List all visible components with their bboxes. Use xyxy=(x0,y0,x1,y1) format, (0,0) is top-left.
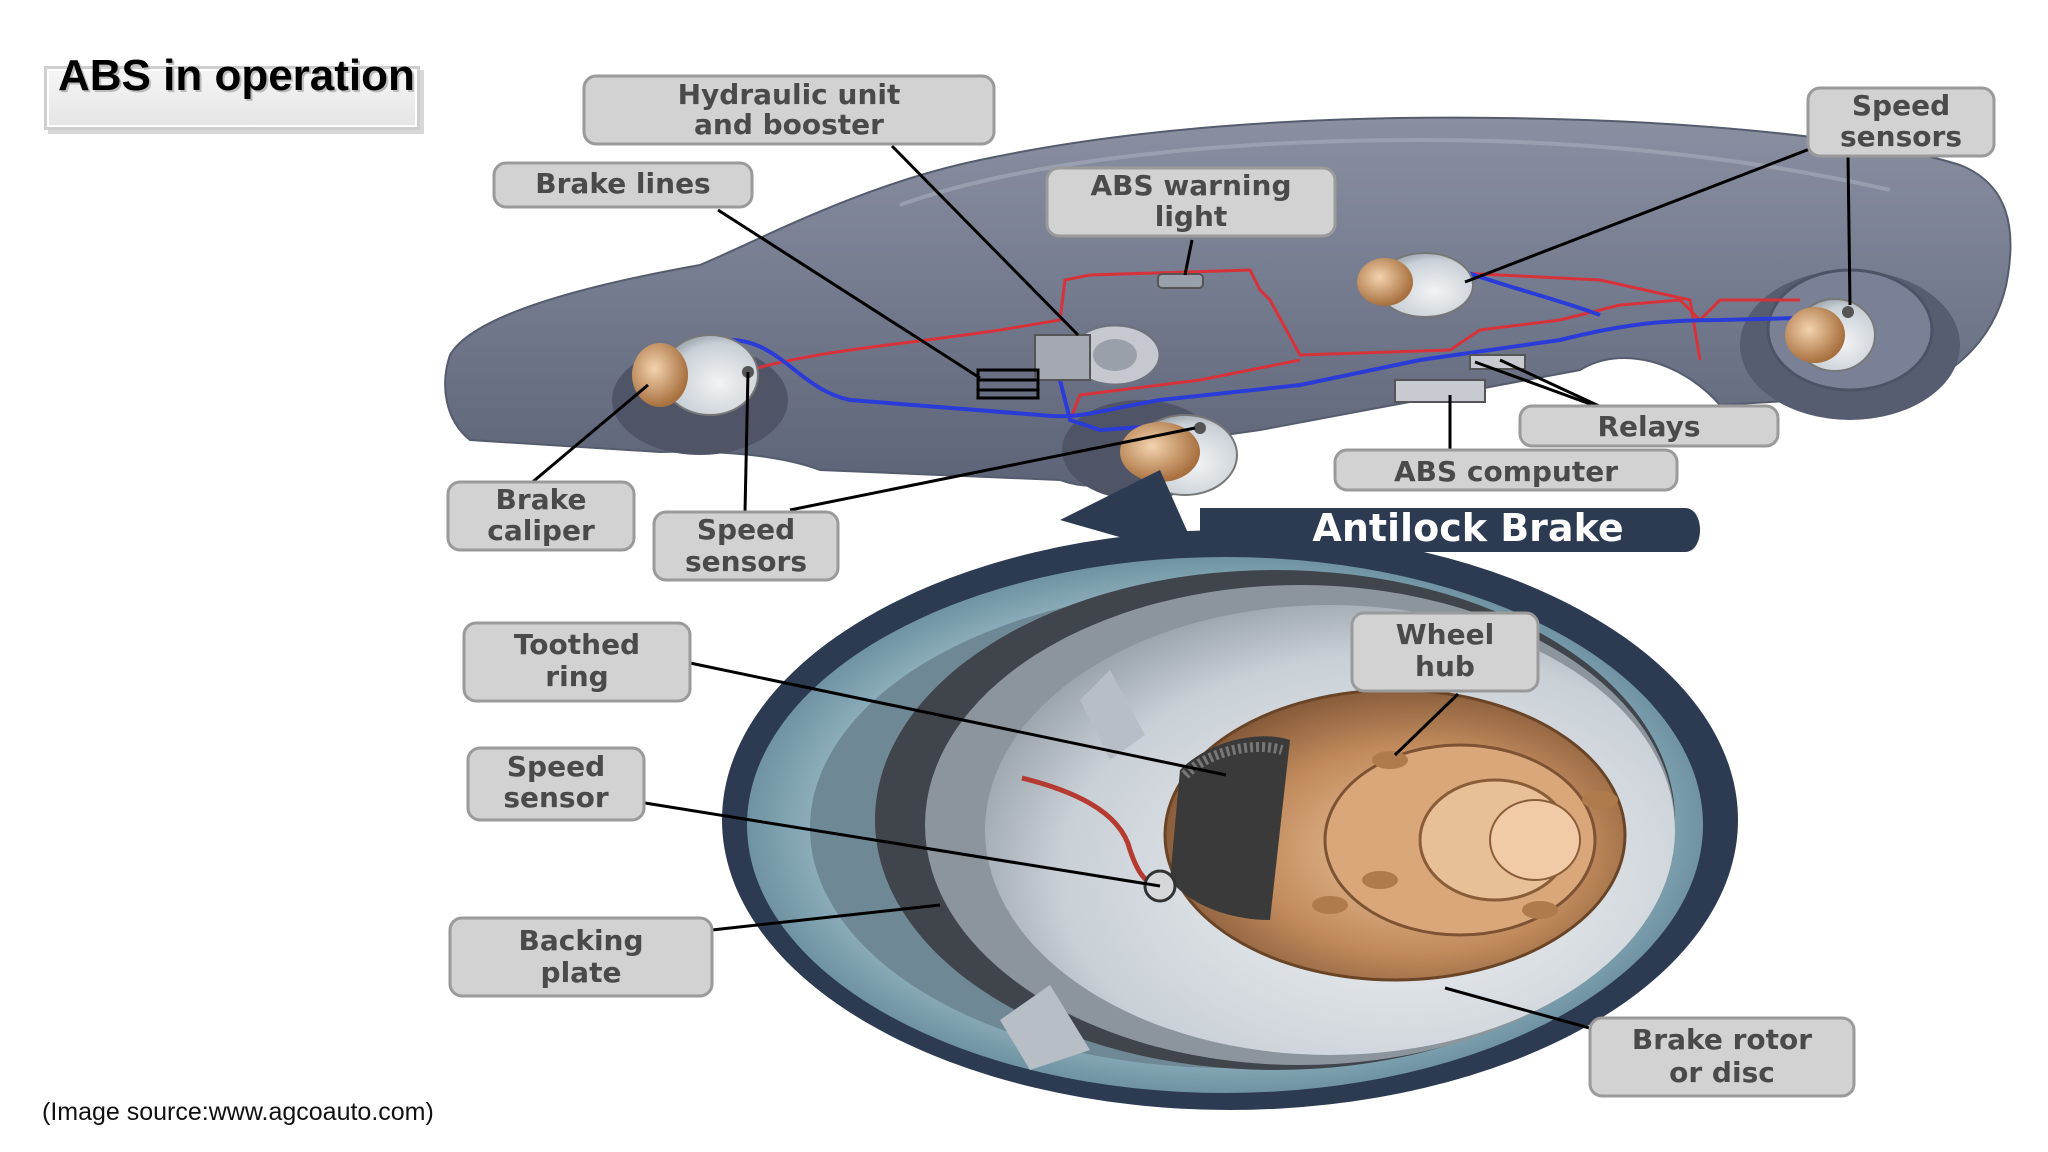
label-backing-plate: Backing plate xyxy=(448,916,714,998)
label-relays: Relays xyxy=(1518,404,1780,448)
svg-text:ABS warning: ABS warning xyxy=(1090,169,1291,202)
title-box xyxy=(44,66,420,130)
svg-text:and booster: and booster xyxy=(694,108,884,141)
label-toothed-ring: Toothed ring xyxy=(462,621,692,703)
svg-text:Speed: Speed xyxy=(697,513,795,546)
svg-text:Speed: Speed xyxy=(1852,89,1950,122)
svg-text:sensors: sensors xyxy=(685,545,807,578)
front-left-wheel-brake xyxy=(632,334,759,416)
image-source-caption: (Image source:www.agcoauto.com) xyxy=(42,1098,434,1126)
label-brake-lines: Brake lines xyxy=(492,161,754,209)
svg-text:Hydraulic unit: Hydraulic unit xyxy=(678,78,901,111)
antilock-brake-banner: Antilock Brake xyxy=(1200,506,1700,552)
svg-text:Relays: Relays xyxy=(1597,410,1700,443)
label-speed-sensors-rear: Speed sensors xyxy=(1806,86,1996,158)
svg-text:sensors: sensors xyxy=(1840,120,1962,153)
label-brake-rotor: Brake rotor or disc xyxy=(1588,1016,1856,1098)
leader-lines xyxy=(522,143,1852,1044)
label-hydraulic-unit: Hydraulic unit and booster xyxy=(582,74,996,146)
svg-text:light: light xyxy=(1155,200,1228,233)
svg-text:sensor: sensor xyxy=(503,781,608,814)
svg-text:plate: plate xyxy=(541,956,622,989)
svg-text:ABS computer: ABS computer xyxy=(1394,455,1618,488)
svg-text:Backing: Backing xyxy=(518,924,643,957)
svg-text:caliper: caliper xyxy=(487,514,595,547)
svg-text:Speed: Speed xyxy=(507,750,605,783)
slide-title: ABS in operation xyxy=(58,51,415,100)
label-wheel-hub: Wheel hub xyxy=(1350,611,1540,693)
label-abs-warning-light: ABS warning light xyxy=(1045,166,1337,238)
svg-text:Toothed: Toothed xyxy=(514,628,640,661)
label-speed-sensor: Speed sensor xyxy=(466,746,646,822)
label-speed-sensors-front: Speed sensors xyxy=(652,510,840,582)
svg-text:or disc: or disc xyxy=(1669,1056,1775,1089)
svg-text:Brake: Brake xyxy=(496,483,587,516)
antilock-brake-closeup xyxy=(722,470,1738,1110)
hydraulic-unit-booster xyxy=(976,323,1162,400)
rear-right-wheel-brake xyxy=(1785,298,1876,372)
abs-computer-unit xyxy=(1394,379,1486,403)
svg-text:Brake lines: Brake lines xyxy=(535,167,710,200)
svg-text:ring: ring xyxy=(545,660,608,693)
svg-text:Wheel: Wheel xyxy=(1396,618,1494,651)
svg-text:hub: hub xyxy=(1415,650,1475,683)
svg-text:Brake rotor: Brake rotor xyxy=(1632,1023,1812,1056)
label-abs-computer: ABS computer xyxy=(1333,448,1679,492)
abs-warning-light-unit xyxy=(1157,273,1204,289)
brake-lines xyxy=(729,268,1801,433)
banner-text: Antilock Brake xyxy=(1312,506,1623,550)
label-brake-caliper: Brake caliper xyxy=(446,480,636,552)
rear-left-wheel-brake xyxy=(1357,252,1474,318)
